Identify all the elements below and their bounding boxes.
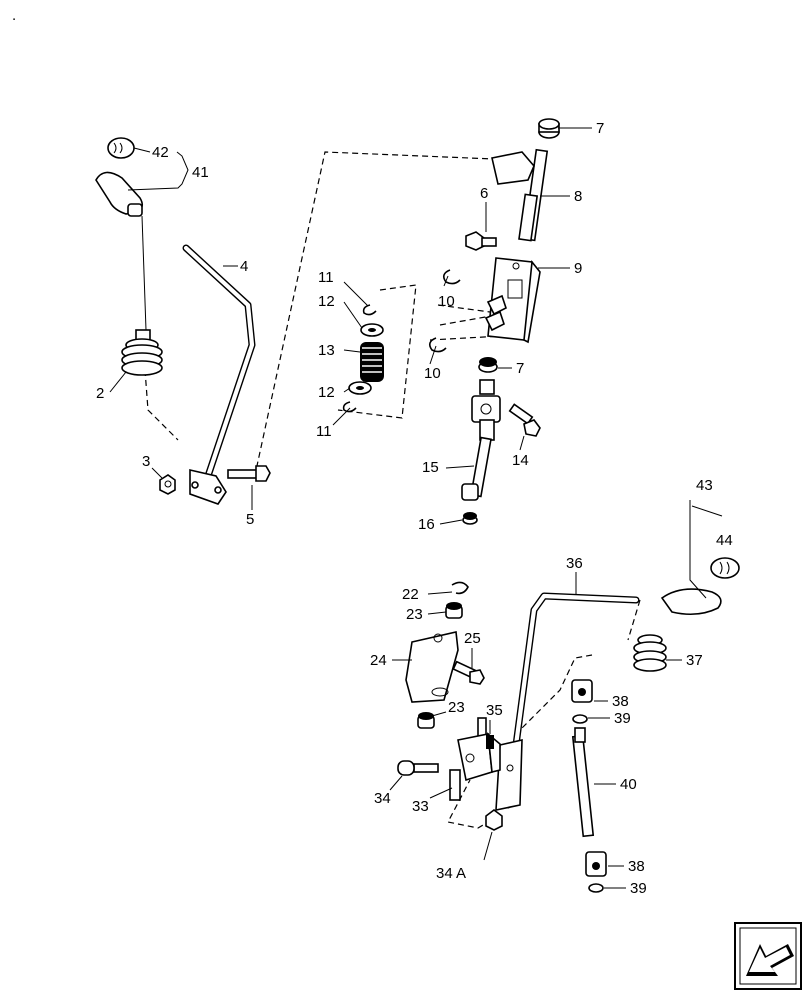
callout: 37 (686, 652, 703, 669)
callout: 40 (620, 776, 637, 793)
callout: 16 (418, 516, 435, 533)
bolt-34 (397, 760, 439, 776)
pin-35 (486, 735, 494, 749)
callouts: 42 41 4 2 3 5 7 8 6 9 11 12 13 12 11 10 … (96, 120, 733, 897)
knob-41 (95, 171, 144, 217)
rod-8 (491, 148, 549, 242)
callout: 39 (630, 880, 647, 897)
boot-37 (633, 634, 667, 672)
ring-39-low (588, 883, 604, 893)
callout: 4 (240, 258, 248, 275)
ring-16 (462, 512, 478, 525)
callout: 41 (192, 164, 209, 181)
bushing-23-top (445, 602, 463, 619)
bracket-9 (484, 257, 541, 344)
ring-39-top (572, 714, 588, 724)
rod-40 (571, 727, 595, 838)
callout: 10 (424, 365, 441, 382)
knob-43 (660, 588, 722, 616)
callout: 43 (696, 477, 713, 494)
bolt-14 (508, 403, 541, 437)
callout: 35 (486, 702, 503, 719)
callout: 23 (448, 699, 465, 716)
nut-34a (485, 809, 503, 831)
knob-44 (710, 557, 740, 579)
cap-7-top (538, 118, 560, 139)
callout: 24 (370, 652, 387, 669)
callout: 14 (512, 452, 529, 469)
corner-mark: . (12, 7, 16, 24)
bolt-6 (465, 231, 497, 251)
knob-cover-42 (107, 137, 135, 159)
callout: 2 (96, 385, 104, 402)
callout: 12 (318, 384, 335, 401)
leader-lines (109, 127, 723, 889)
arrow-icon (746, 944, 794, 976)
callout: 34 A (436, 865, 466, 882)
callout: 7 (596, 120, 604, 137)
callout: 34 (374, 790, 391, 807)
callout: 38 (612, 693, 629, 710)
callout: 5 (246, 511, 254, 528)
callout: 42 (152, 144, 169, 161)
callout: 10 (438, 293, 455, 310)
clip-22 (451, 581, 469, 595)
shift-lever-4 (182, 244, 256, 505)
block-33 (449, 717, 501, 801)
callout: 33 (412, 798, 429, 815)
callout: 44 (716, 532, 733, 549)
nut-3 (159, 474, 176, 495)
lever-36 (495, 592, 640, 811)
bracket-24 (405, 631, 459, 703)
callout: 11 (316, 423, 332, 440)
bushing-23-low (417, 712, 435, 729)
cap-7-mid (478, 357, 498, 373)
callout: 3 (142, 453, 150, 470)
callout: 12 (318, 293, 335, 310)
boot-2 (121, 329, 163, 376)
nav-arrow-button[interactable] (734, 922, 802, 990)
callout: 13 (318, 342, 335, 359)
callout: 25 (464, 630, 481, 647)
joint-38-top (571, 679, 593, 703)
callout: 23 (406, 606, 423, 623)
callout: 38 (628, 858, 645, 875)
bolt-25 (452, 660, 485, 685)
callout: 9 (574, 260, 582, 277)
callout: 6 (480, 185, 488, 202)
callout: 15 (422, 459, 439, 476)
joint-38-low (585, 851, 607, 877)
spring-stack (342, 304, 384, 413)
callout: 8 (574, 188, 582, 205)
bolt-5 (227, 465, 271, 482)
callout: 22 (402, 586, 419, 603)
callout: 36 (566, 555, 583, 572)
callout: 7 (516, 360, 524, 377)
ujoint-15 (461, 379, 501, 501)
callout: 39 (614, 710, 631, 727)
callout: 11 (318, 269, 334, 286)
